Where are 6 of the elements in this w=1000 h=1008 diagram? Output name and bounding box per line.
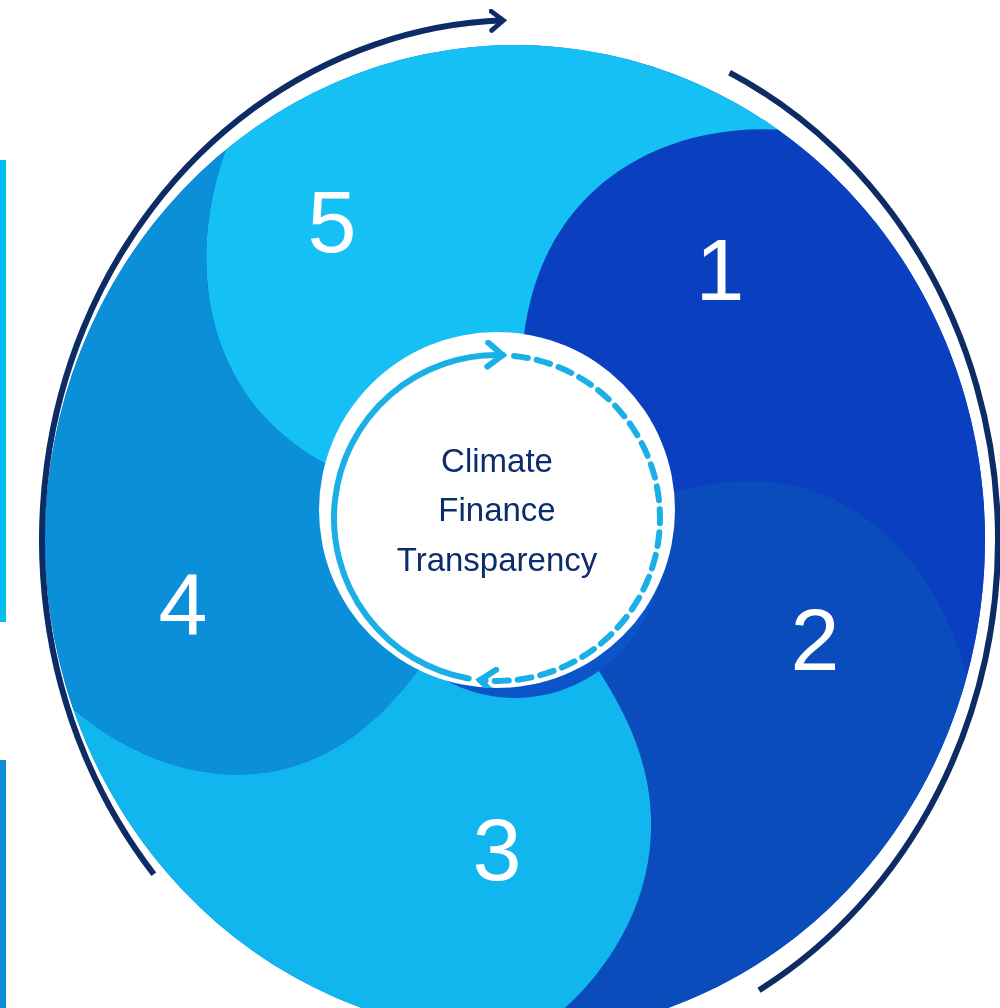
step-number: 4 xyxy=(158,561,208,649)
step-number: 5 xyxy=(307,178,357,266)
step-number: 2 xyxy=(790,596,840,684)
step-number: 1 xyxy=(695,226,745,314)
center-label: Climate Finance Transparency xyxy=(395,440,599,580)
step-number: 3 xyxy=(472,806,522,894)
